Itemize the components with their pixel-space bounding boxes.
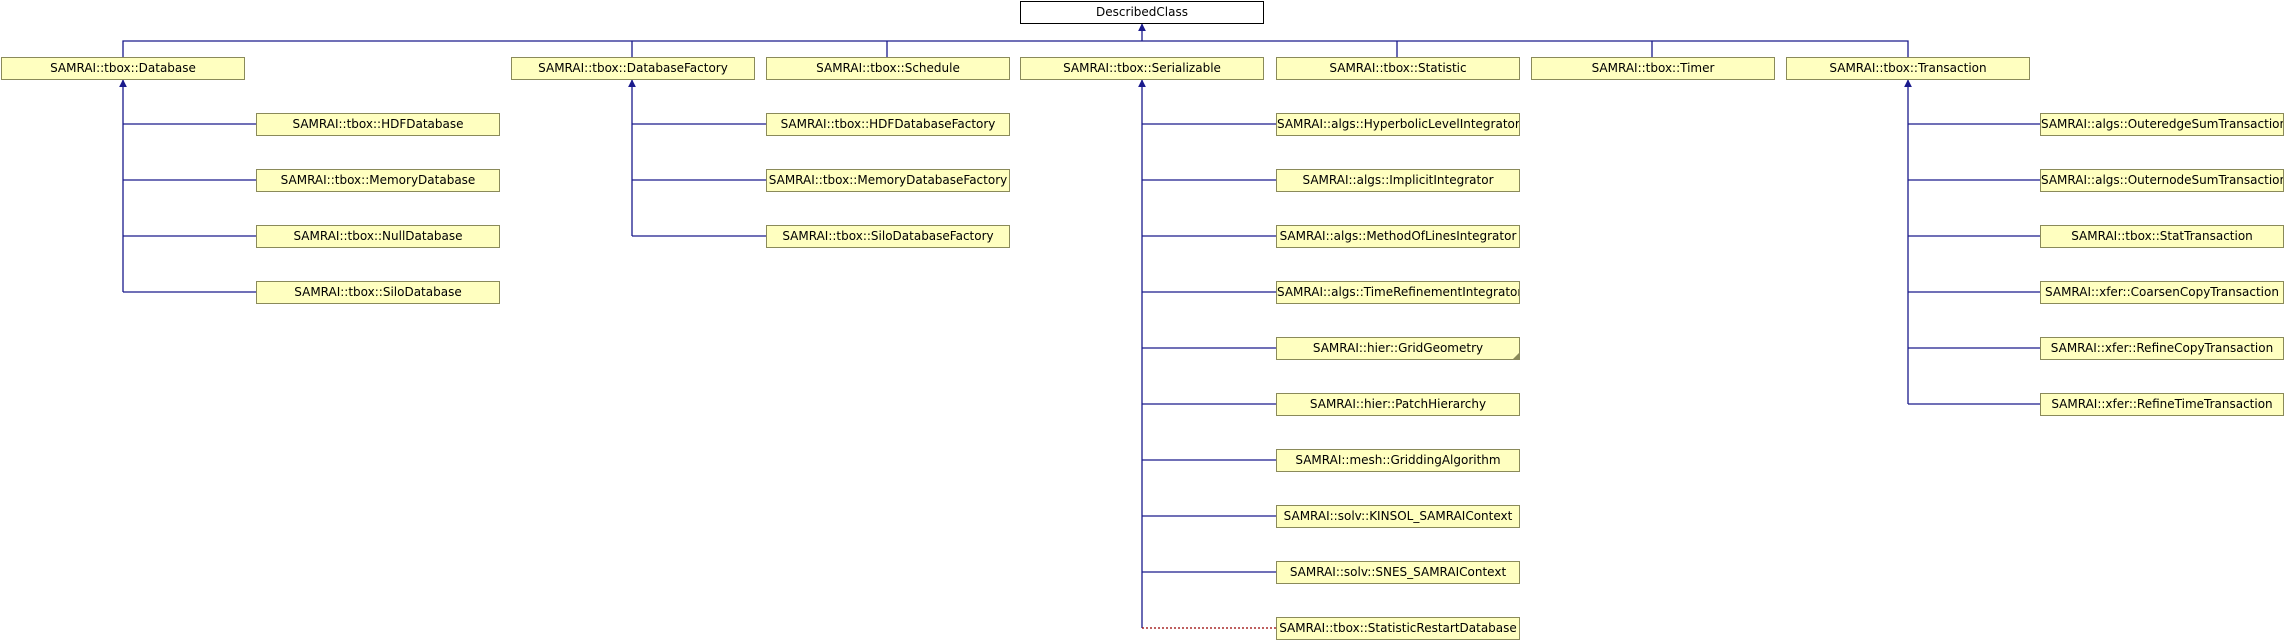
class-snes-samrai-context[interactable]: SAMRAI::solv::SNES_SAMRAIContext bbox=[1276, 561, 1520, 584]
class-hdf-database-factory[interactable]: SAMRAI::tbox::HDFDatabaseFactory bbox=[766, 113, 1010, 136]
class-coarsen-copy-transaction[interactable]: SAMRAI::xfer::CoarsenCopyTransaction bbox=[2040, 281, 2284, 304]
class-memory-database[interactable]: SAMRAI::tbox::MemoryDatabase bbox=[256, 169, 500, 192]
class-timer[interactable]: SAMRAI::tbox::Timer bbox=[1531, 57, 1775, 80]
class-stat-transaction[interactable]: SAMRAI::tbox::StatTransaction bbox=[2040, 225, 2284, 248]
class-hdf-database[interactable]: SAMRAI::tbox::HDFDatabase bbox=[256, 113, 500, 136]
class-outeredge-sum-transaction[interactable]: SAMRAI::algs::OuteredgeSumTransaction bbox=[2040, 113, 2284, 136]
class-implicit-integrator[interactable]: SAMRAI::algs::ImplicitIntegrator bbox=[1276, 169, 1520, 192]
class-hyperbolic-level-integrator[interactable]: SAMRAI::algs::HyperbolicLevelIntegrator bbox=[1276, 113, 1520, 136]
class-gridding-algorithm[interactable]: SAMRAI::mesh::GriddingAlgorithm bbox=[1276, 449, 1520, 472]
class-statistic[interactable]: SAMRAI::tbox::Statistic bbox=[1276, 57, 1520, 80]
class-silo-database-factory[interactable]: SAMRAI::tbox::SiloDatabaseFactory bbox=[766, 225, 1010, 248]
class-statistic-restart-database[interactable]: SAMRAI::tbox::StatisticRestartDatabase bbox=[1276, 617, 1520, 640]
class-database[interactable]: SAMRAI::tbox::Database bbox=[1, 57, 245, 80]
class-grid-geometry-label: SAMRAI::hier::GridGeometry bbox=[1312, 341, 1484, 355]
class-refine-time-transaction[interactable]: SAMRAI::xfer::RefineTimeTransaction bbox=[2040, 393, 2284, 416]
class-silo-database[interactable]: SAMRAI::tbox::SiloDatabase bbox=[256, 281, 500, 304]
class-transaction[interactable]: SAMRAI::tbox::Transaction bbox=[1786, 57, 2030, 80]
class-method-of-lines-integrator[interactable]: SAMRAI::algs::MethodOfLinesIntegrator bbox=[1276, 225, 1520, 248]
class-outernode-sum-transaction[interactable]: SAMRAI::algs::OuternodeSumTransaction bbox=[2040, 169, 2284, 192]
edges-to-serializable bbox=[1138, 79, 1276, 628]
class-serializable[interactable]: SAMRAI::tbox::Serializable bbox=[1020, 57, 1264, 80]
class-time-refinement-integrator[interactable]: SAMRAI::algs::TimeRefinementIntegrator bbox=[1276, 281, 1520, 304]
class-patch-hierarchy[interactable]: SAMRAI::hier::PatchHierarchy bbox=[1276, 393, 1520, 416]
class-null-database[interactable]: SAMRAI::tbox::NullDatabase bbox=[256, 225, 500, 248]
class-grid-geometry[interactable]: SAMRAI::hier::GridGeometry bbox=[1276, 337, 1520, 360]
class-described-class[interactable]: DescribedClass bbox=[1020, 1, 1264, 24]
class-schedule[interactable]: SAMRAI::tbox::Schedule bbox=[766, 57, 1010, 80]
folded-corner-icon bbox=[1513, 353, 1519, 359]
class-refine-copy-transaction[interactable]: SAMRAI::xfer::RefineCopyTransaction bbox=[2040, 337, 2284, 360]
class-memory-database-factory[interactable]: SAMRAI::tbox::MemoryDatabaseFactory bbox=[766, 169, 1010, 192]
class-database-factory[interactable]: SAMRAI::tbox::DatabaseFactory bbox=[511, 57, 755, 80]
edges-to-transaction bbox=[1904, 79, 2040, 405]
class-kinsol-samrai-context[interactable]: SAMRAI::solv::KINSOL_SAMRAIContext bbox=[1276, 505, 1520, 528]
edges-to-database-factory bbox=[628, 79, 766, 237]
edges-to-database bbox=[119, 79, 256, 293]
edges-to-described-class bbox=[122, 23, 1909, 57]
